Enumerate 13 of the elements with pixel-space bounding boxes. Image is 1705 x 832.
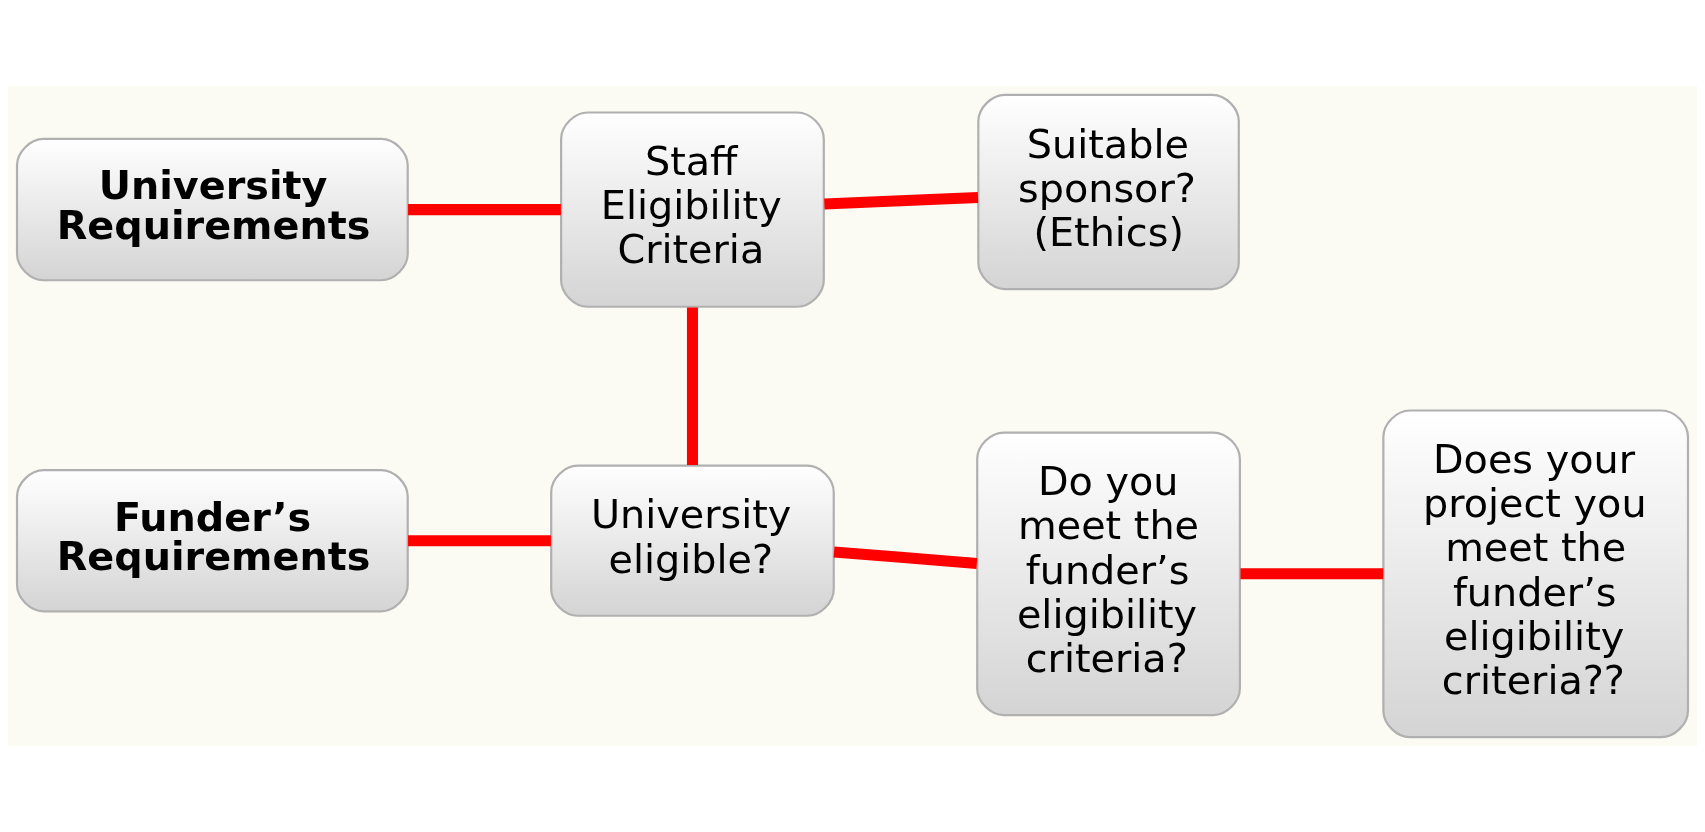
node-box: University Requirements — [15, 137, 409, 282]
connector — [824, 191, 979, 210]
node-box: Suitable sponsor? (Ethics) — [977, 93, 1240, 291]
node-box: Do you meet the funder’s eligibility criteria? — [976, 431, 1241, 717]
node-box: Staff Eligibility Criteria — [560, 111, 825, 308]
connector — [1240, 568, 1384, 580]
node-box: Funder’s Requirements — [15, 468, 409, 613]
node-box: Does your project you meet the funder’s eligibility criteria?? — [1382, 409, 1690, 739]
connector — [686, 307, 698, 466]
connector — [408, 535, 551, 547]
connector — [833, 546, 978, 569]
connector — [408, 204, 561, 216]
node-box: University eligible? — [550, 464, 835, 617]
